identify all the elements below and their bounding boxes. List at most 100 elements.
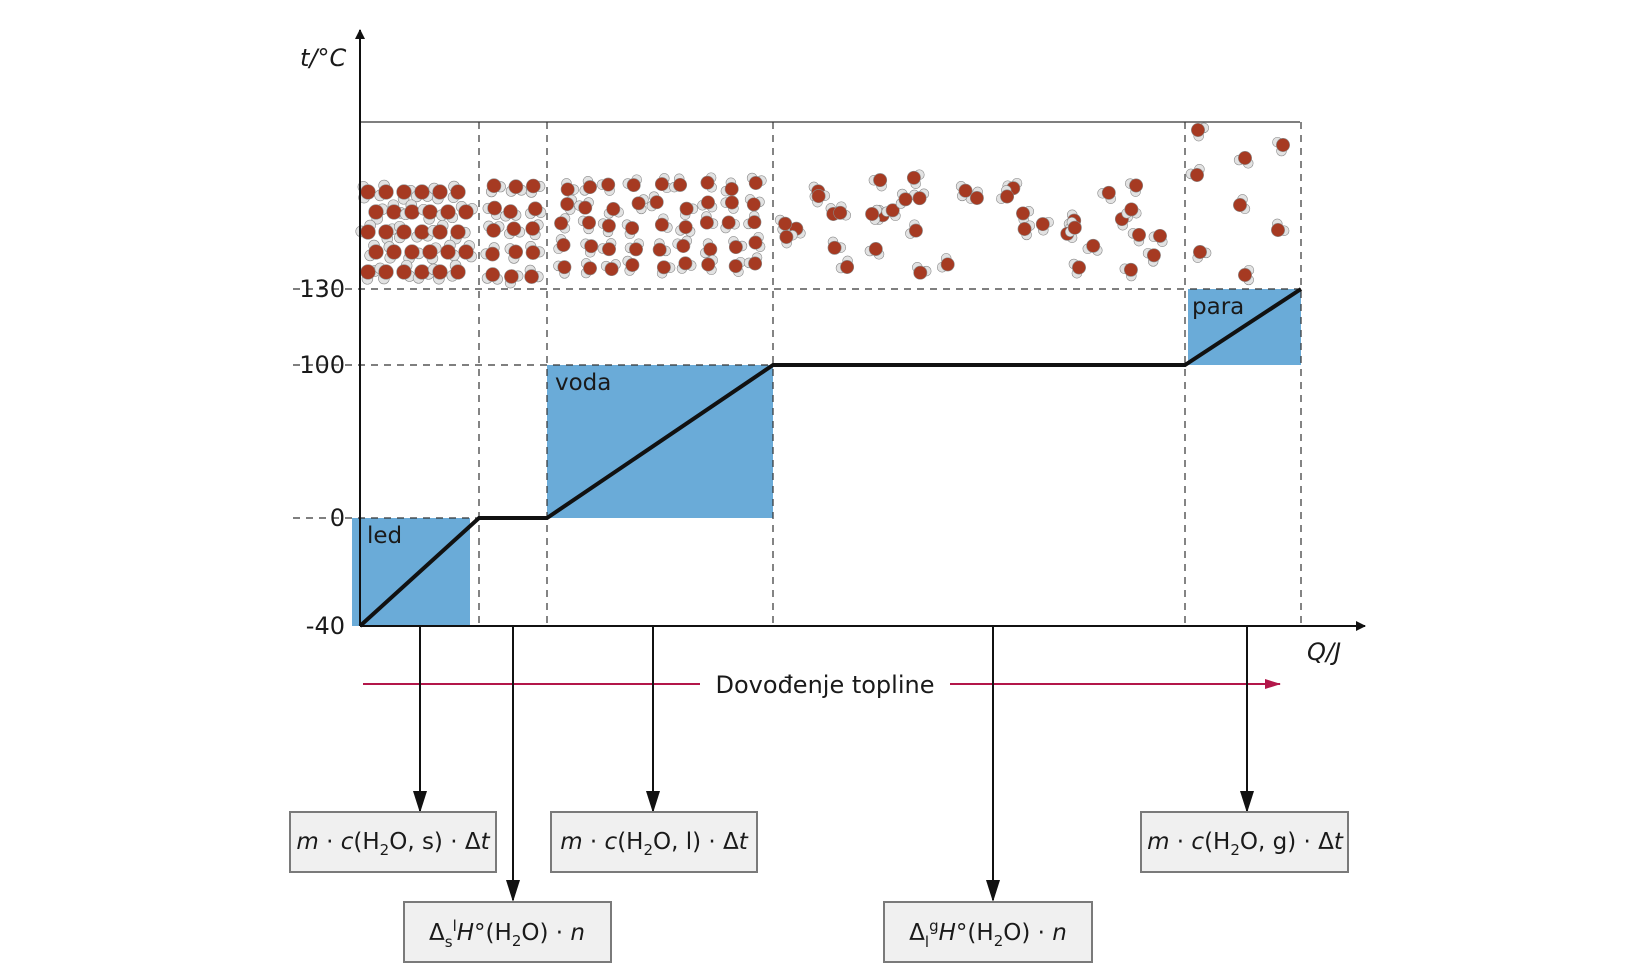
water-molecule [720, 195, 739, 214]
pointer-arrows [413, 626, 1254, 902]
water-molecule [504, 221, 526, 240]
svg-text:m · c(H2O, l) · Δt: m · c(H2O, l) · Δt [560, 829, 749, 859]
y-tick-minus-40: -40 [306, 612, 345, 640]
water-molecule [1119, 262, 1138, 282]
water-molecule [1191, 122, 1210, 142]
water-molecule [427, 219, 449, 240]
water-molecule [364, 239, 384, 262]
water-molecule [500, 204, 522, 222]
water-molecule [912, 262, 932, 280]
water-molecule [728, 256, 746, 277]
water-molecules-illustration [355, 122, 1290, 289]
water-molecule [743, 252, 763, 271]
water-molecule [447, 180, 466, 203]
water-molecule [1142, 247, 1161, 267]
water-molecule [700, 172, 717, 193]
water-molecule [743, 210, 762, 230]
water-molecule [679, 201, 699, 220]
water-molecule [525, 219, 544, 241]
formula-box-vaporization: ΔlgH°(H2O) · n [883, 901, 1093, 963]
water-molecule [396, 184, 417, 205]
water-molecule [621, 219, 640, 240]
water-molecule [553, 234, 571, 255]
water-molecule [383, 241, 402, 264]
water-molecule [835, 255, 855, 274]
water-molecule [652, 238, 671, 257]
water-molecule [1148, 228, 1168, 247]
water-molecule [624, 238, 644, 257]
water-molecule [525, 201, 547, 219]
water-molecule [422, 242, 442, 265]
water-molecule [482, 200, 502, 220]
water-molecule [1127, 227, 1146, 247]
water-molecule [833, 201, 852, 221]
water-molecule [597, 238, 617, 257]
water-molecule [697, 195, 718, 213]
water-molecule [374, 262, 394, 285]
water-molecule [560, 178, 580, 197]
water-molecule [417, 203, 438, 225]
water-molecule [554, 213, 571, 234]
water-molecule [779, 230, 798, 249]
water-molecule [450, 224, 471, 245]
water-molecule [378, 223, 398, 245]
water-molecule [1121, 202, 1142, 219]
water-molecule [669, 173, 688, 193]
water-molecule [440, 239, 460, 262]
x-axis-label: Q/J [1307, 638, 1341, 666]
water-molecule [672, 235, 693, 253]
water-molecule [1082, 238, 1103, 256]
water-molecule [622, 255, 640, 276]
ice-label: led [367, 523, 402, 549]
water-molecule [393, 220, 412, 244]
water-molecule [579, 176, 597, 196]
water-molecule [480, 242, 500, 262]
svg-text:m · c(H2O, s) · Δt: m · c(H2O, s) · Δt [296, 829, 490, 859]
water-molecule [455, 201, 478, 220]
water-molecule [481, 267, 503, 285]
water-molecule [412, 264, 435, 284]
water-molecule [728, 236, 748, 255]
water-molecule [577, 215, 596, 235]
water-molecule [675, 220, 696, 237]
water-molecule [411, 184, 434, 203]
water-molecule [906, 169, 925, 189]
water-molecule [699, 211, 719, 230]
formula-box-liquid-heat: m · c(H2O, l) · Δt [550, 811, 758, 873]
water-molecule [1238, 264, 1255, 286]
water-molecule [436, 204, 459, 224]
y-tick-0: 0 [330, 504, 345, 532]
water-molecule [654, 213, 673, 233]
water-molecule [1271, 218, 1290, 237]
water-molecule [483, 220, 505, 238]
water-molecule [909, 188, 930, 206]
water-molecule [485, 178, 506, 198]
water-molecule [720, 177, 739, 197]
water-molecule [631, 194, 649, 215]
water-molecule [553, 260, 572, 279]
water-molecule [622, 174, 642, 193]
water-molecule [746, 172, 767, 190]
formula-box-solid-heat: m · c(H2O, s) · Δt [289, 811, 497, 873]
y-tick-100: 100 [299, 351, 345, 379]
water-molecule [505, 179, 527, 197]
heat-arrow-label: Dovođenje topline [716, 671, 935, 699]
water-molecule [368, 203, 389, 225]
water-molecule [574, 197, 594, 215]
water-molecule [1097, 185, 1116, 204]
water-label: voda [555, 370, 611, 396]
water-molecule [596, 177, 616, 196]
water-molecule [700, 238, 718, 259]
water-molecule [864, 242, 885, 260]
svg-text:ΔlgH°(H2O) · n: ΔlgH°(H2O) · n [909, 917, 1067, 951]
water-molecule [1124, 178, 1144, 197]
water-molecule [865, 204, 883, 225]
water-molecule [654, 173, 673, 194]
svg-text:m · c(H2O, g) · Δt: m · c(H2O, g) · Δt [1147, 829, 1344, 859]
formula-box-melting: ΔslH°(H2O) · n [403, 901, 612, 963]
water-molecule [580, 258, 597, 279]
water-molecule [1272, 136, 1290, 157]
water-molecule [1185, 164, 1205, 182]
water-molecule [525, 241, 545, 260]
